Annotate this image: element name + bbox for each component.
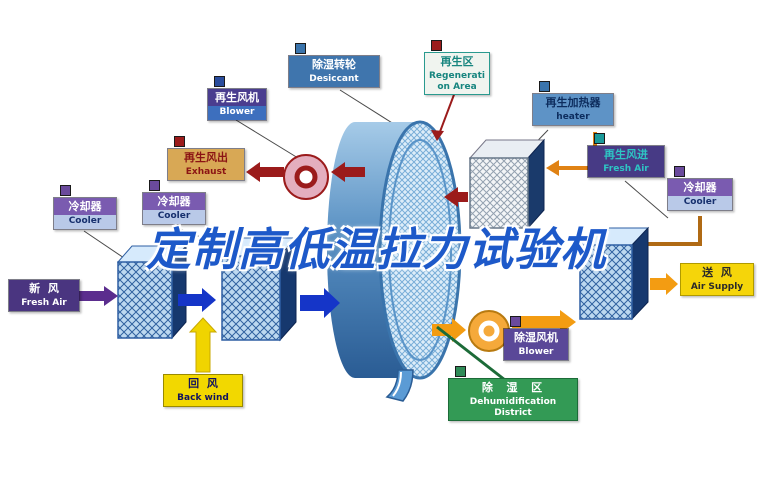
process-arrow-2: [300, 288, 340, 318]
label-zh: 送 风: [681, 264, 753, 281]
watermark-text: 定制高低温拉力试验机: [146, 223, 607, 276]
heat-exchanger-right: [578, 226, 650, 321]
label-en: Cooler: [668, 195, 732, 210]
regen-fan: [283, 154, 329, 200]
label-dehum-district: 除 湿 区 Dehumidification District: [448, 366, 578, 422]
label-cooler-far-left: 冷却器 Cooler: [53, 185, 117, 230]
label-zh: 再生区: [425, 53, 489, 70]
label-cooler-mid-left: 冷却器 Cooler: [142, 180, 206, 225]
label-zh: 新 风: [9, 280, 79, 297]
label-air-supply: 送 风 Air Supply: [680, 263, 754, 296]
label-en: Back wind: [164, 391, 242, 406]
connector-swatch: [60, 185, 71, 196]
label-zh: 再生风进: [588, 146, 664, 163]
regen-exhaust-arrow-1: [331, 162, 365, 182]
label-regen-exhaust: 再生风出 Exhaust: [167, 136, 245, 181]
label-en: Air Supply: [681, 280, 753, 295]
desiccant-wheel: [327, 120, 462, 402]
return-air-arrow: [188, 317, 218, 373]
regen-inlet-arrow: [444, 187, 468, 207]
label-desiccant-wheel: 除湿转轮 Desiccant: [288, 43, 380, 88]
connector-swatch: [214, 76, 225, 87]
heat-exchanger-left-2: [220, 236, 298, 342]
label-en: Dehumidification District: [449, 395, 577, 421]
label-en: Desiccant: [289, 72, 379, 87]
regen-heater-coil: [468, 138, 546, 230]
label-zh: 除湿风机: [504, 329, 568, 346]
connector-swatch: [455, 366, 466, 377]
label-zh: 除 湿 区: [449, 379, 577, 396]
label-zh: 再生风出: [168, 149, 244, 166]
fresh-air-arrow: [78, 286, 118, 306]
label-zh: 除湿转轮: [289, 56, 379, 73]
label-en: Fresh Air: [9, 296, 79, 311]
label-regen-blower: 再生风机 Blower: [207, 76, 267, 121]
supply-arrow-1: [432, 318, 466, 342]
regen-area-pointer: [437, 91, 456, 138]
label-regeneration-area: 再生区 Regeneration Area: [424, 40, 490, 96]
label-zh: 再生风机: [208, 89, 266, 106]
label-regen-fresh-air: 再生风进 Fresh Air: [587, 133, 665, 178]
supply-fan: [468, 310, 510, 352]
label-en: Blower: [208, 105, 266, 120]
regen-exhaust-arrow-2: [246, 162, 284, 182]
label-en: Regeneration Area: [425, 69, 489, 95]
label-en: heater: [533, 110, 613, 125]
duct-arrowhead: [546, 160, 559, 176]
process-arrow-1: [178, 288, 216, 312]
label-en: Cooler: [54, 214, 116, 229]
label-zh: 冷却器: [143, 193, 205, 210]
label-zh: 冷却器: [54, 198, 116, 215]
connector-swatch: [510, 316, 521, 327]
label-fresh-air-inlet: 新 风 Fresh Air: [8, 279, 80, 312]
label-en: Exhaust: [168, 165, 244, 180]
connector-swatch: [149, 180, 160, 191]
connector-swatch: [295, 43, 306, 54]
label-regen-heater: 再生加热器 heater: [532, 81, 614, 126]
label-zh: 冷却器: [668, 179, 732, 196]
heat-exchanger-left-1: [116, 244, 188, 340]
connector-swatch: [174, 136, 185, 147]
wheel-ribbon: [385, 369, 414, 402]
label-cooler-right: 冷却器 Cooler: [667, 166, 733, 211]
label-en: Blower: [504, 345, 568, 360]
label-zh: 再生加热器: [533, 94, 613, 111]
label-en: Fresh Air: [588, 162, 664, 177]
dehum-district-pointer: [436, 325, 506, 382]
label-back-wind: 回 风 Back wind: [163, 374, 243, 407]
label-zh: 回 风: [164, 375, 242, 392]
connector-swatch: [431, 40, 442, 51]
air-supply-arrow: [650, 273, 678, 295]
connector-swatch: [539, 81, 550, 92]
label-dehum-blower: 除湿风机 Blower: [503, 316, 569, 361]
connector-swatch: [674, 166, 685, 177]
label-en: Cooler: [143, 209, 205, 224]
connector-swatch: [594, 133, 605, 144]
